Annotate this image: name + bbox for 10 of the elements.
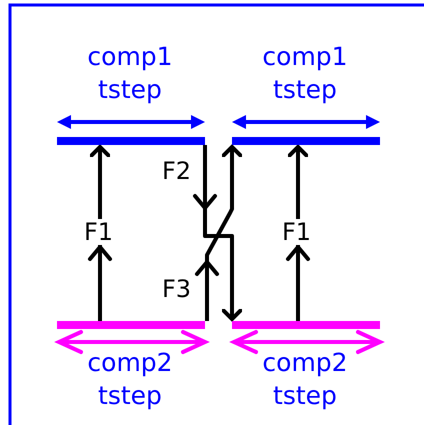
timestep-caption: comp1 tstep bbox=[261, 41, 349, 106]
timestep-caption: comp2 tstep bbox=[86, 347, 174, 412]
timestep-bar bbox=[57, 321, 205, 329]
timestep-bar bbox=[232, 137, 380, 145]
arrow bbox=[286, 145, 310, 321]
arrow bbox=[88, 145, 112, 321]
timestep-bar bbox=[232, 321, 380, 329]
timestep-caption: comp1 tstep bbox=[86, 41, 174, 106]
timestep-bar bbox=[57, 137, 205, 145]
timestep-caption: comp2 tstep bbox=[261, 347, 349, 412]
